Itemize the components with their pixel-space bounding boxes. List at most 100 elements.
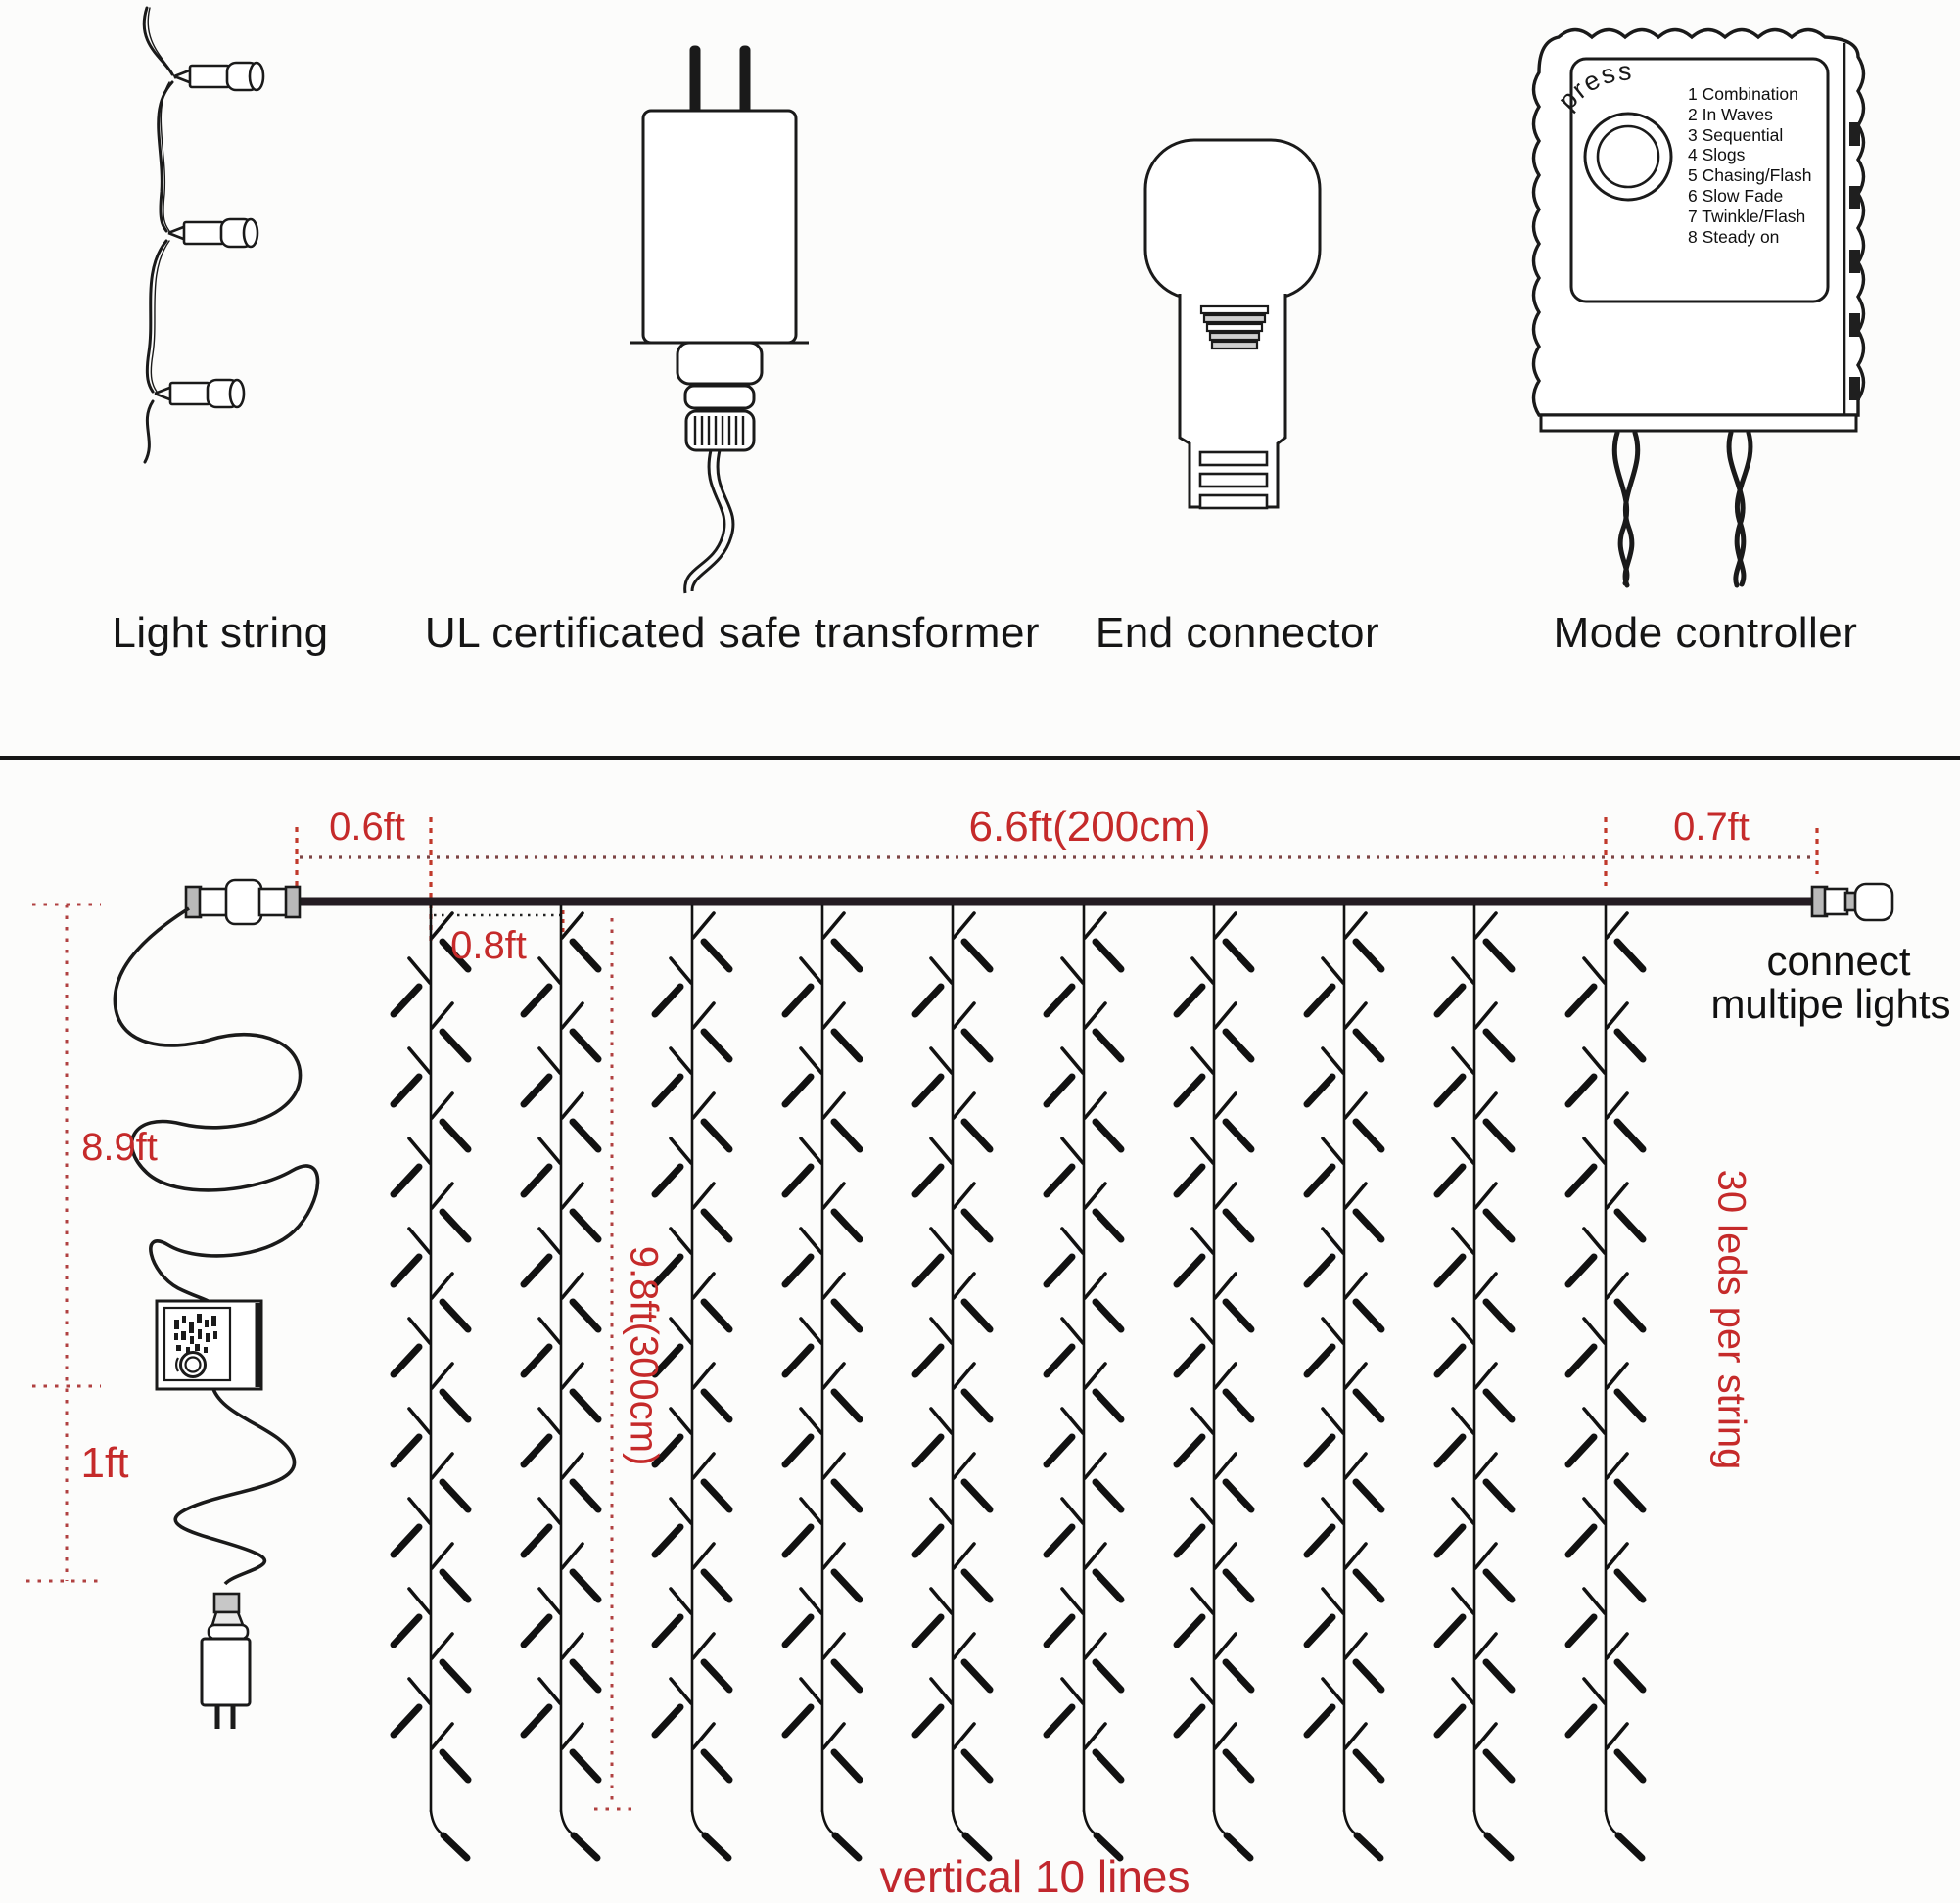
led-leaf <box>669 1677 693 1705</box>
led-leaf <box>1473 911 1498 940</box>
led-leaf <box>1083 1722 1107 1750</box>
led-leaf <box>1564 1433 1598 1468</box>
led-leaf <box>830 1028 863 1063</box>
led-leaf <box>952 1362 976 1390</box>
led-leaf <box>821 1452 846 1480</box>
string-wire <box>157 80 174 233</box>
mode-button-inner[interactable] <box>1596 124 1660 189</box>
led-leaf <box>1222 1658 1255 1694</box>
string-drop-end <box>951 1809 965 1835</box>
led-leaf <box>1451 1317 1475 1345</box>
led-leaf <box>830 1658 863 1694</box>
led-leaf <box>1092 1118 1125 1153</box>
led-leaf <box>537 1587 562 1615</box>
led-leaf <box>1451 1227 1475 1255</box>
mode-option: 1 Combination <box>1688 84 1798 104</box>
led-leaf <box>929 1137 954 1165</box>
note-leds-per-string: 30 leds per string <box>1709 1169 1753 1470</box>
led-leaf <box>651 1163 684 1198</box>
led-leaf <box>1303 1343 1336 1378</box>
led-leaf <box>1613 1478 1647 1513</box>
led-leaf <box>1190 956 1215 985</box>
led-leaf <box>952 911 976 940</box>
led-leaf <box>911 1613 945 1648</box>
led-leaf <box>1093 1832 1124 1862</box>
led-leaf <box>537 1046 562 1075</box>
led-leaf <box>1213 1632 1237 1660</box>
led-leaf <box>830 1118 863 1153</box>
led-leaf <box>961 1832 993 1862</box>
led-leaf <box>1222 1478 1255 1513</box>
led-leaf <box>1343 1182 1368 1210</box>
led-leaf <box>1473 1542 1498 1570</box>
led-leaf <box>1343 1001 1368 1030</box>
led-leaf <box>560 1182 584 1210</box>
led-leaf <box>1582 1677 1607 1705</box>
transformer-neck <box>676 341 764 386</box>
transformer-body <box>641 109 798 345</box>
led-leaf <box>830 1208 863 1243</box>
led-leaf <box>1190 1497 1215 1525</box>
led-leaf <box>799 1137 823 1165</box>
led-leaf <box>520 1253 553 1288</box>
led-leaf <box>430 1452 454 1480</box>
caption-transformer: UL certificated safe transformer <box>424 609 1041 657</box>
led-leaf <box>929 1677 954 1705</box>
led-leaf <box>952 1182 976 1210</box>
led-leaf <box>830 1748 863 1784</box>
led-leaf <box>669 1317 693 1345</box>
led-leaf <box>1482 1298 1516 1333</box>
led-leaf <box>651 1253 684 1288</box>
led-leaf <box>1483 1832 1515 1862</box>
led-leaf <box>1613 1388 1647 1423</box>
led-leaf <box>1303 1613 1336 1648</box>
caption-end-connector: End connector <box>1095 609 1380 657</box>
led-leaf <box>691 1722 716 1750</box>
string-drop-end <box>690 1809 705 1835</box>
dim-cord-length: 8.9ft <box>81 1126 158 1169</box>
dim-drop-spacing: 0.8ft <box>450 924 527 967</box>
led-leaf <box>1060 1497 1085 1525</box>
note-connect-2: multipe lights <box>1710 981 1951 1027</box>
led-leaf <box>1213 1542 1237 1570</box>
led-leaf <box>911 1073 945 1108</box>
connector-ribs <box>1199 304 1270 350</box>
led-leaf <box>691 1091 716 1120</box>
led-leaf <box>952 1632 976 1660</box>
led-leaf <box>1613 1658 1647 1694</box>
led-leaf <box>952 1542 976 1570</box>
led-leaf <box>821 911 846 940</box>
transformer-cord <box>690 449 735 592</box>
led-leaf <box>1605 1091 1629 1120</box>
led-leaf <box>1582 1227 1607 1255</box>
led-leaf <box>911 1343 945 1378</box>
led-leaf <box>1321 1587 1345 1615</box>
led-leaf <box>390 983 423 1018</box>
led-leaf <box>821 1272 846 1300</box>
curtain-diagram <box>26 817 1894 1862</box>
led-leaf <box>1352 1748 1385 1784</box>
top-dimension-lines <box>295 817 1819 943</box>
transformer-neck2 <box>683 384 756 410</box>
led-leaf <box>1303 1253 1336 1288</box>
cord-controller <box>155 1299 263 1391</box>
led-leaf <box>651 1703 684 1739</box>
led-leaf <box>537 1497 562 1525</box>
led-leaf <box>960 1118 994 1153</box>
power-cord-coil <box>113 906 320 1304</box>
string-drop-end <box>1212 1809 1227 1835</box>
led-leaf <box>799 1227 823 1255</box>
led-leaf <box>1173 1163 1206 1198</box>
led-leaf <box>1564 1073 1598 1108</box>
led-leaf <box>1352 1298 1385 1333</box>
led-leaf <box>911 1523 945 1558</box>
led-leaf <box>1605 1452 1629 1480</box>
led-leaf <box>1352 1478 1385 1513</box>
led-leaf <box>1473 1632 1498 1660</box>
led-leaf <box>1613 1028 1647 1063</box>
mode-controller-drawing: press <box>1531 27 1866 588</box>
led-leaf <box>1343 911 1368 940</box>
led-leaf <box>1343 1091 1368 1120</box>
led-leaf <box>1092 1298 1125 1333</box>
led-leaf <box>560 1091 584 1120</box>
